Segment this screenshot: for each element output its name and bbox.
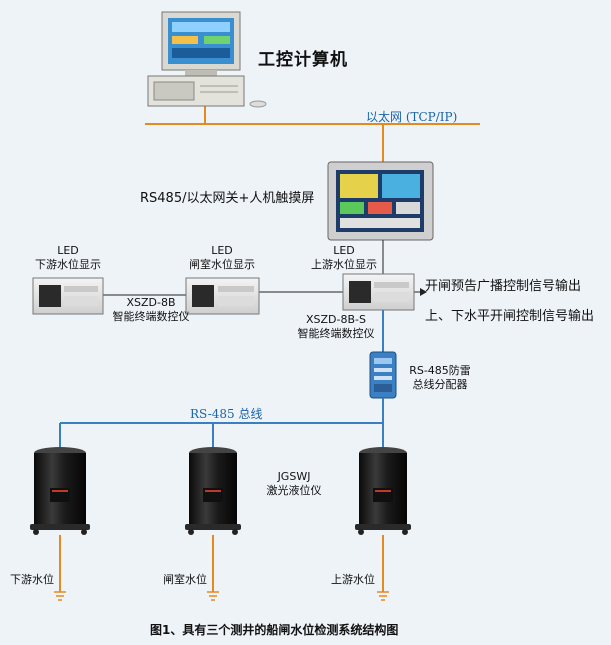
output-arrow xyxy=(414,288,427,296)
well-probe-chamber xyxy=(207,535,219,601)
distributor-line1: RS-485防雷 xyxy=(409,364,471,377)
controller-8bs-desc: 智能终端数控仪 xyxy=(297,327,375,340)
led-upstream-line2: 上游水位显示 xyxy=(311,258,377,271)
led-downstream-line2: 下游水位显示 xyxy=(35,258,101,271)
led-display-upstream-icon xyxy=(342,273,415,311)
touch-screen-gateway-icon xyxy=(327,161,434,241)
well-label-chamber: 闸室水位 xyxy=(163,573,207,586)
laser-meter-model: JGSWJ xyxy=(277,470,311,483)
led-upstream-label: LED 上游水位显示 xyxy=(298,244,390,272)
led-chamber-label: LED 闸室水位显示 xyxy=(176,244,268,272)
laser-level-meter-chamber-icon xyxy=(185,447,241,535)
well-label-downstream: 下游水位 xyxy=(10,573,54,586)
led-downstream-label: LED 下游水位显示 xyxy=(22,244,114,272)
ethernet-label: 以太网 (TCP/IP) xyxy=(366,110,458,124)
controller-8bs-model: XSZD-8B-S xyxy=(306,313,366,326)
output-signal-gate-control: 上、下水平开闸控制信号输出 xyxy=(425,309,595,324)
laser-level-meter-downstream-icon xyxy=(30,447,90,535)
laser-level-meter-upstream-icon xyxy=(355,447,411,535)
controller-8b-model: XSZD-8B xyxy=(126,296,176,309)
rs485-distributor-icon xyxy=(369,351,397,399)
figure-caption: 图1、具有三个测井的船闸水位检测系统结构图 xyxy=(150,623,399,637)
controller-8bs-label: XSZD-8B-S 智能终端数控仪 xyxy=(286,313,386,341)
laser-meter-label: JGSWJ 激光液位仪 xyxy=(254,470,334,498)
rs485-bus-line xyxy=(59,398,384,450)
led-display-chamber-icon xyxy=(185,277,260,315)
industrial-computer-icon xyxy=(147,11,267,108)
controller-link-line xyxy=(103,240,384,296)
laser-meter-desc: 激光液位仪 xyxy=(266,484,322,497)
controller-8b-label: XSZD-8B 智能终端数控仪 xyxy=(104,296,198,324)
controller-8b-desc: 智能终端数控仪 xyxy=(112,310,190,323)
output-signal-broadcast: 开闸预告广播控制信号输出 xyxy=(425,279,582,294)
led-downstream-line1: LED xyxy=(57,244,79,257)
well-probe-upstream xyxy=(377,535,389,601)
well-label-upstream: 上游水位 xyxy=(331,573,375,586)
computer-label: 工控计算机 xyxy=(258,50,348,70)
distributor-label: RS-485防雷 总线分配器 xyxy=(400,364,480,392)
led-upstream-line1: LED xyxy=(333,244,355,257)
well-probe-downstream xyxy=(54,535,66,601)
distributor-line2: 总线分配器 xyxy=(412,378,468,391)
ethernet-bus xyxy=(145,104,480,162)
led-display-downstream-icon xyxy=(32,277,104,315)
led-chamber-line1: LED xyxy=(211,244,233,257)
gateway-label: RS485/以太网关+人机触摸屏 xyxy=(140,191,315,206)
rs485-bus-label: RS-485 总线 xyxy=(190,407,263,421)
led-chamber-line2: 闸室水位显示 xyxy=(189,258,255,271)
